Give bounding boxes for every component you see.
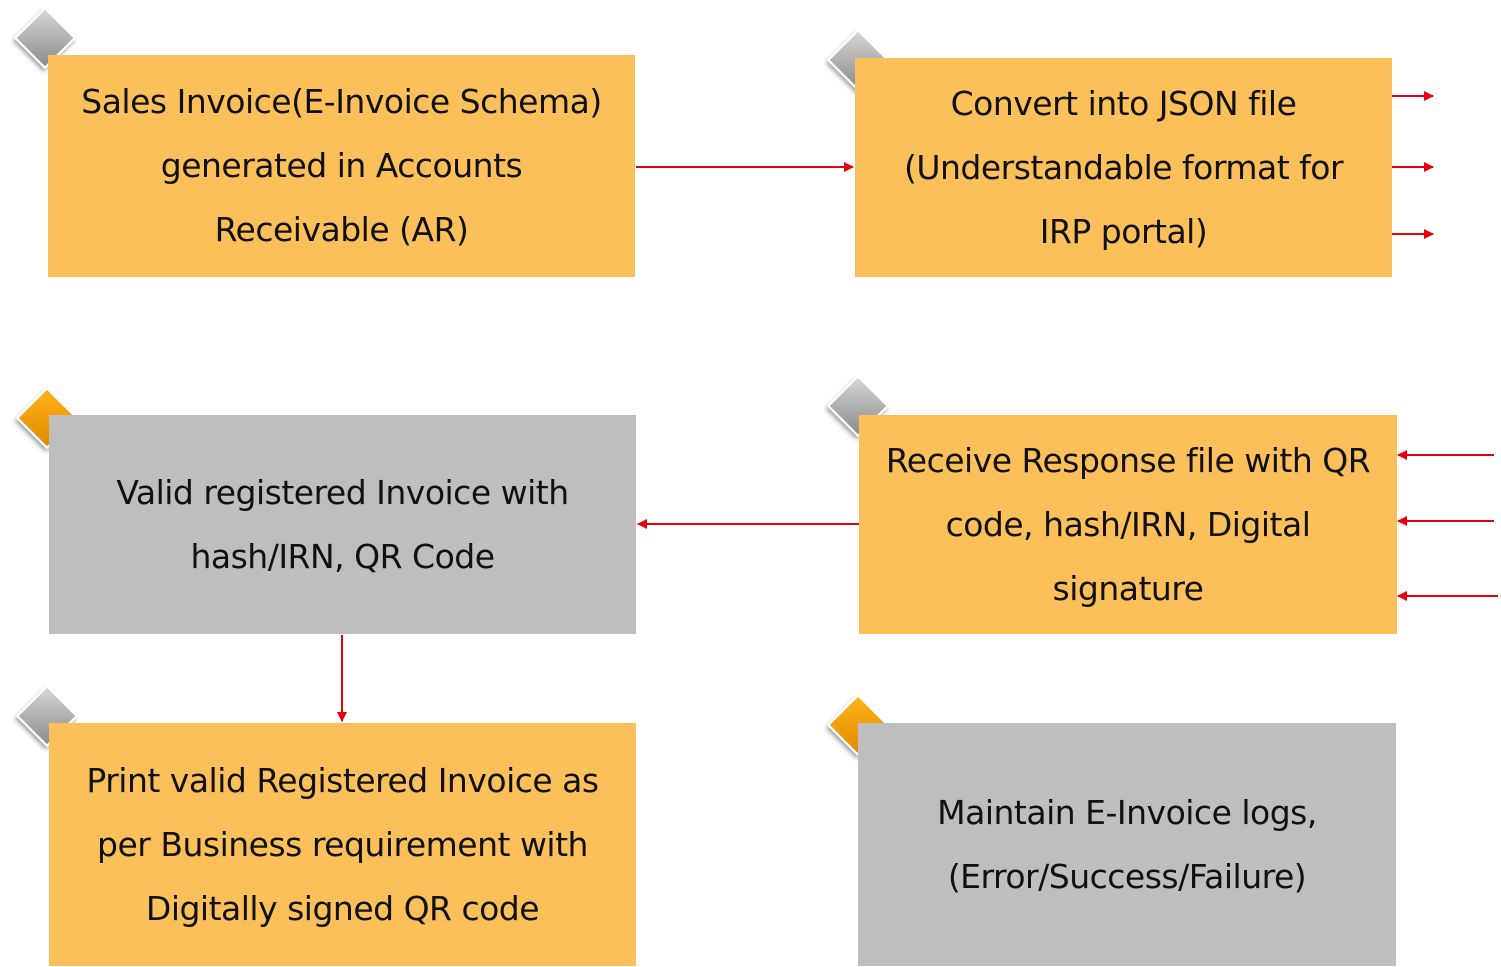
node-label: Convert into JSON file (Understandable f…	[903, 83, 1344, 251]
node-label: Valid registered Invoice with hash/IRN, …	[116, 472, 569, 576]
node-label: Receive Response file with QR code, hash…	[885, 440, 1371, 608]
node-sales-invoice: Sales Invoice(E-Invoice Schema) generate…	[48, 55, 635, 277]
node-receive-response: Receive Response file with QR code, hash…	[859, 415, 1397, 634]
node-convert-json: Convert into JSON file (Understandable f…	[855, 58, 1392, 277]
node-maintain-logs: Maintain E-Invoice logs, (Error/Success/…	[858, 723, 1396, 966]
node-label: Sales Invoice(E-Invoice Schema) generate…	[81, 82, 602, 249]
node-valid-invoice: Valid registered Invoice with hash/IRN, …	[49, 415, 636, 634]
node-print-invoice: Print valid Registered Invoice as per Bu…	[49, 723, 636, 966]
node-label: Print valid Registered Invoice as per Bu…	[86, 760, 599, 928]
node-label: Maintain E-Invoice logs, (Error/Success/…	[937, 792, 1317, 896]
